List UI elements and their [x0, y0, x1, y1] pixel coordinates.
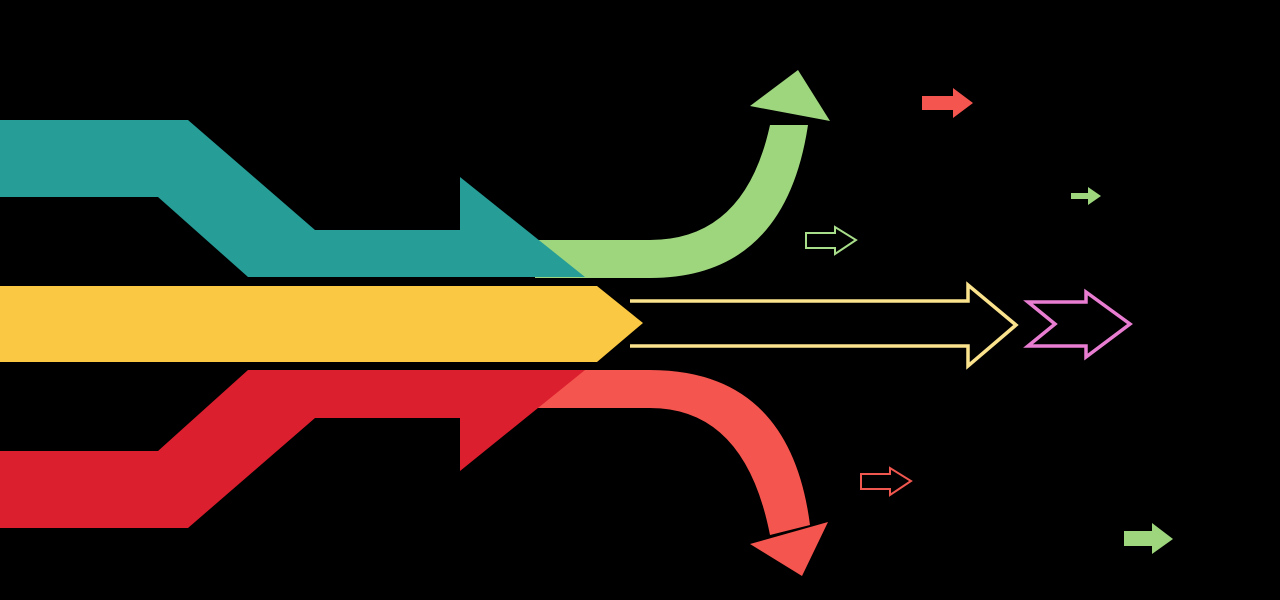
green-curved-up-arrow-icon	[535, 70, 830, 278]
pink-chevron-arrow-icon	[1023, 288, 1133, 361]
small-outline-arrow-icons	[805, 225, 913, 497]
small-red-outline-arrow-icon	[860, 466, 913, 497]
small-red-solid-arrow-icon	[922, 88, 973, 118]
small-green-solid-arrow-icon	[1124, 523, 1173, 554]
yellow-straight-arrow-icon	[0, 286, 643, 362]
small-green-outline-arrow-icon	[805, 225, 858, 256]
yellow-outline-arrow-icon	[630, 281, 1019, 370]
red-bent-arrow-icon	[0, 370, 585, 528]
coral-curved-down-arrow-icon	[535, 370, 828, 576]
teal-bent-arrow-icon	[0, 120, 585, 277]
small-green-solid-arrow-icon	[1071, 187, 1101, 205]
small-solid-arrow-icons	[922, 88, 1173, 554]
